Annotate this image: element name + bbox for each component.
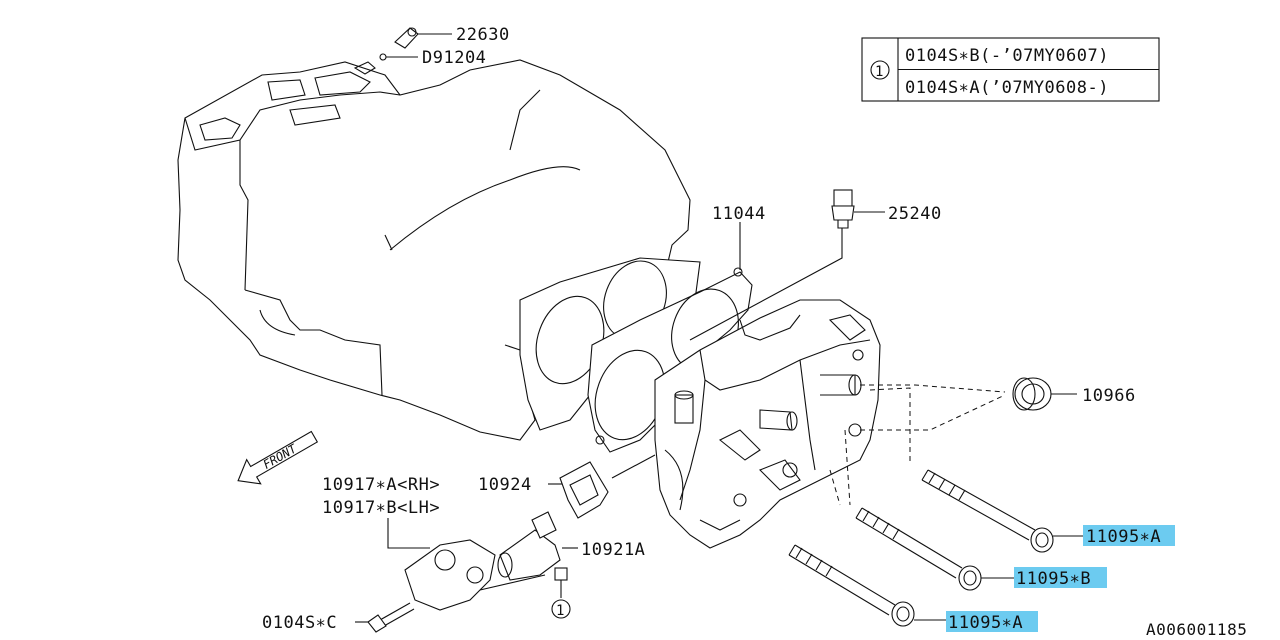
label-11044[interactable]: 11044 <box>712 204 766 224</box>
label-10917-a-rh[interactable]: 10917∗A<RH> <box>322 475 440 495</box>
seal-10966 <box>1012 377 1077 411</box>
sensor-25240 <box>689 189 885 341</box>
head-bolt-11095-b <box>855 507 1014 591</box>
highlight-11095-b <box>1014 567 1107 588</box>
label-0104s-c[interactable]: 0104S∗C <box>262 613 337 633</box>
label-25240[interactable]: 25240 <box>888 204 942 224</box>
label-d91204[interactable]: D91204 <box>422 48 486 68</box>
label-22630[interactable]: 22630 <box>456 25 510 45</box>
label-11095-a-top[interactable]: 11095∗A <box>1086 527 1161 547</box>
head-bolt-11095-a-top <box>921 469 1085 553</box>
dashed-reference-lines <box>829 384 1006 506</box>
gasket-10924 <box>548 454 656 519</box>
highlight-11095-a-bottom <box>946 611 1038 632</box>
valve-bracket-10917 <box>387 518 546 611</box>
legend-row-1: 0104S∗B(-’07MY0607) <box>905 46 1109 66</box>
sensor-22630 <box>394 27 452 49</box>
legend-ref-number: 1 <box>875 64 884 80</box>
diagram-id: A006001185 <box>1146 620 1247 639</box>
label-10917-b-lh[interactable]: 10917∗B<LH> <box>322 498 440 518</box>
solenoid-10921a <box>497 511 578 581</box>
cylinder-head-drawing <box>654 299 881 549</box>
label-10921a[interactable]: 10921A <box>581 540 645 560</box>
bolt-0104s-c <box>355 602 415 633</box>
legend-table: 1 0104S∗B(-’07MY0607) 0104S∗A(’07MY0608-… <box>861 37 1160 102</box>
callout-circle-1 <box>551 599 571 619</box>
highlight-11095-a-top <box>1083 525 1175 546</box>
label-11095-a-bottom[interactable]: 11095∗A <box>948 613 1023 633</box>
callout-1-label[interactable]: 1 <box>556 603 565 619</box>
washer-d91204 <box>353 53 418 75</box>
label-10924[interactable]: 10924 <box>478 475 532 495</box>
head-bolt-11095-a-bottom <box>788 544 946 627</box>
label-10966[interactable]: 10966 <box>1082 386 1136 406</box>
front-direction-arrow: FRONT <box>237 430 319 485</box>
legend-row-2: 0104S∗A(’07MY0608-) <box>905 78 1109 98</box>
label-11095-b[interactable]: 11095∗B <box>1016 569 1091 589</box>
callout-1-bolt <box>554 567 568 598</box>
front-label: FRONT <box>261 441 300 472</box>
